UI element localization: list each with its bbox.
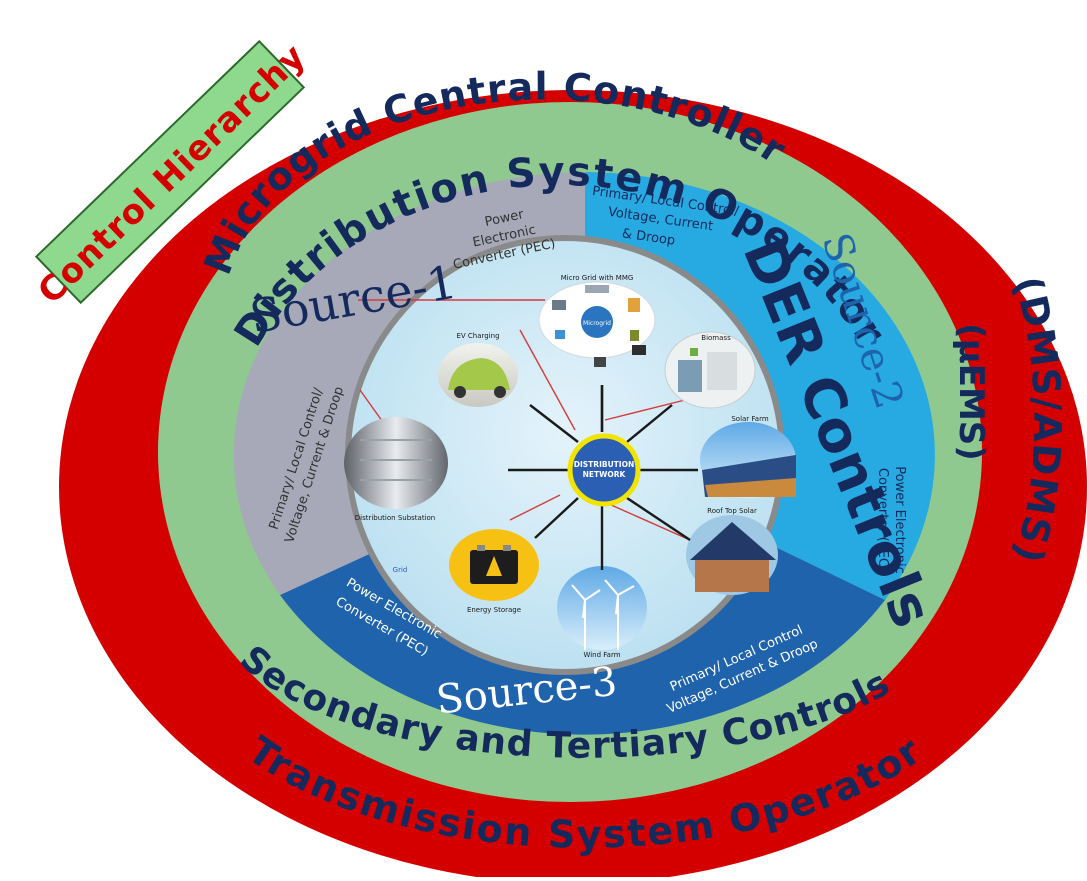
network-arrows: [508, 385, 698, 570]
label-grid: Grid: [393, 566, 408, 574]
node-rooftop-solar: [686, 515, 778, 595]
badge-box: [34, 39, 306, 305]
label-solar-farm: Solar Farm: [731, 415, 768, 423]
label-ev-charging: EV Charging: [456, 332, 499, 340]
source-2-pec-line-1: Power Electronic: [892, 466, 907, 574]
node-distribution-substation: [344, 417, 448, 509]
node-microgrid: [538, 281, 656, 367]
node-solar-farm: [700, 422, 796, 498]
label-distribution-substation: Distribution Substation: [355, 514, 435, 522]
label-wind-farm: Wind Farm: [583, 651, 620, 659]
node-biomass: [664, 331, 756, 409]
source-2-control-line-3: & Droop: [621, 226, 676, 248]
hub-label-line-1: DISTRIBUTION: [574, 460, 634, 469]
source-2-pec: Power Electronic Converter (PEC): [875, 466, 907, 574]
label-micro-grid: Micro Grid with MMG: [561, 274, 634, 282]
node-ev-charging: [438, 343, 518, 407]
uems-label: (µEMS): [951, 323, 991, 461]
label-rooftop-solar: Roof Top Solar: [707, 507, 757, 515]
distribution-network-hub: [567, 433, 641, 507]
source-2-pec-line-2: Converter (PEC): [875, 468, 890, 572]
node-energy-storage: [449, 529, 539, 601]
label-biomass: Biomass: [701, 334, 731, 342]
label-microgrid-hub: Microgrid: [583, 320, 611, 327]
hub-label-line-2: NETWORK: [583, 470, 627, 479]
label-energy-storage: Energy Storage: [467, 606, 521, 614]
node-wind-farm: [557, 566, 647, 650]
